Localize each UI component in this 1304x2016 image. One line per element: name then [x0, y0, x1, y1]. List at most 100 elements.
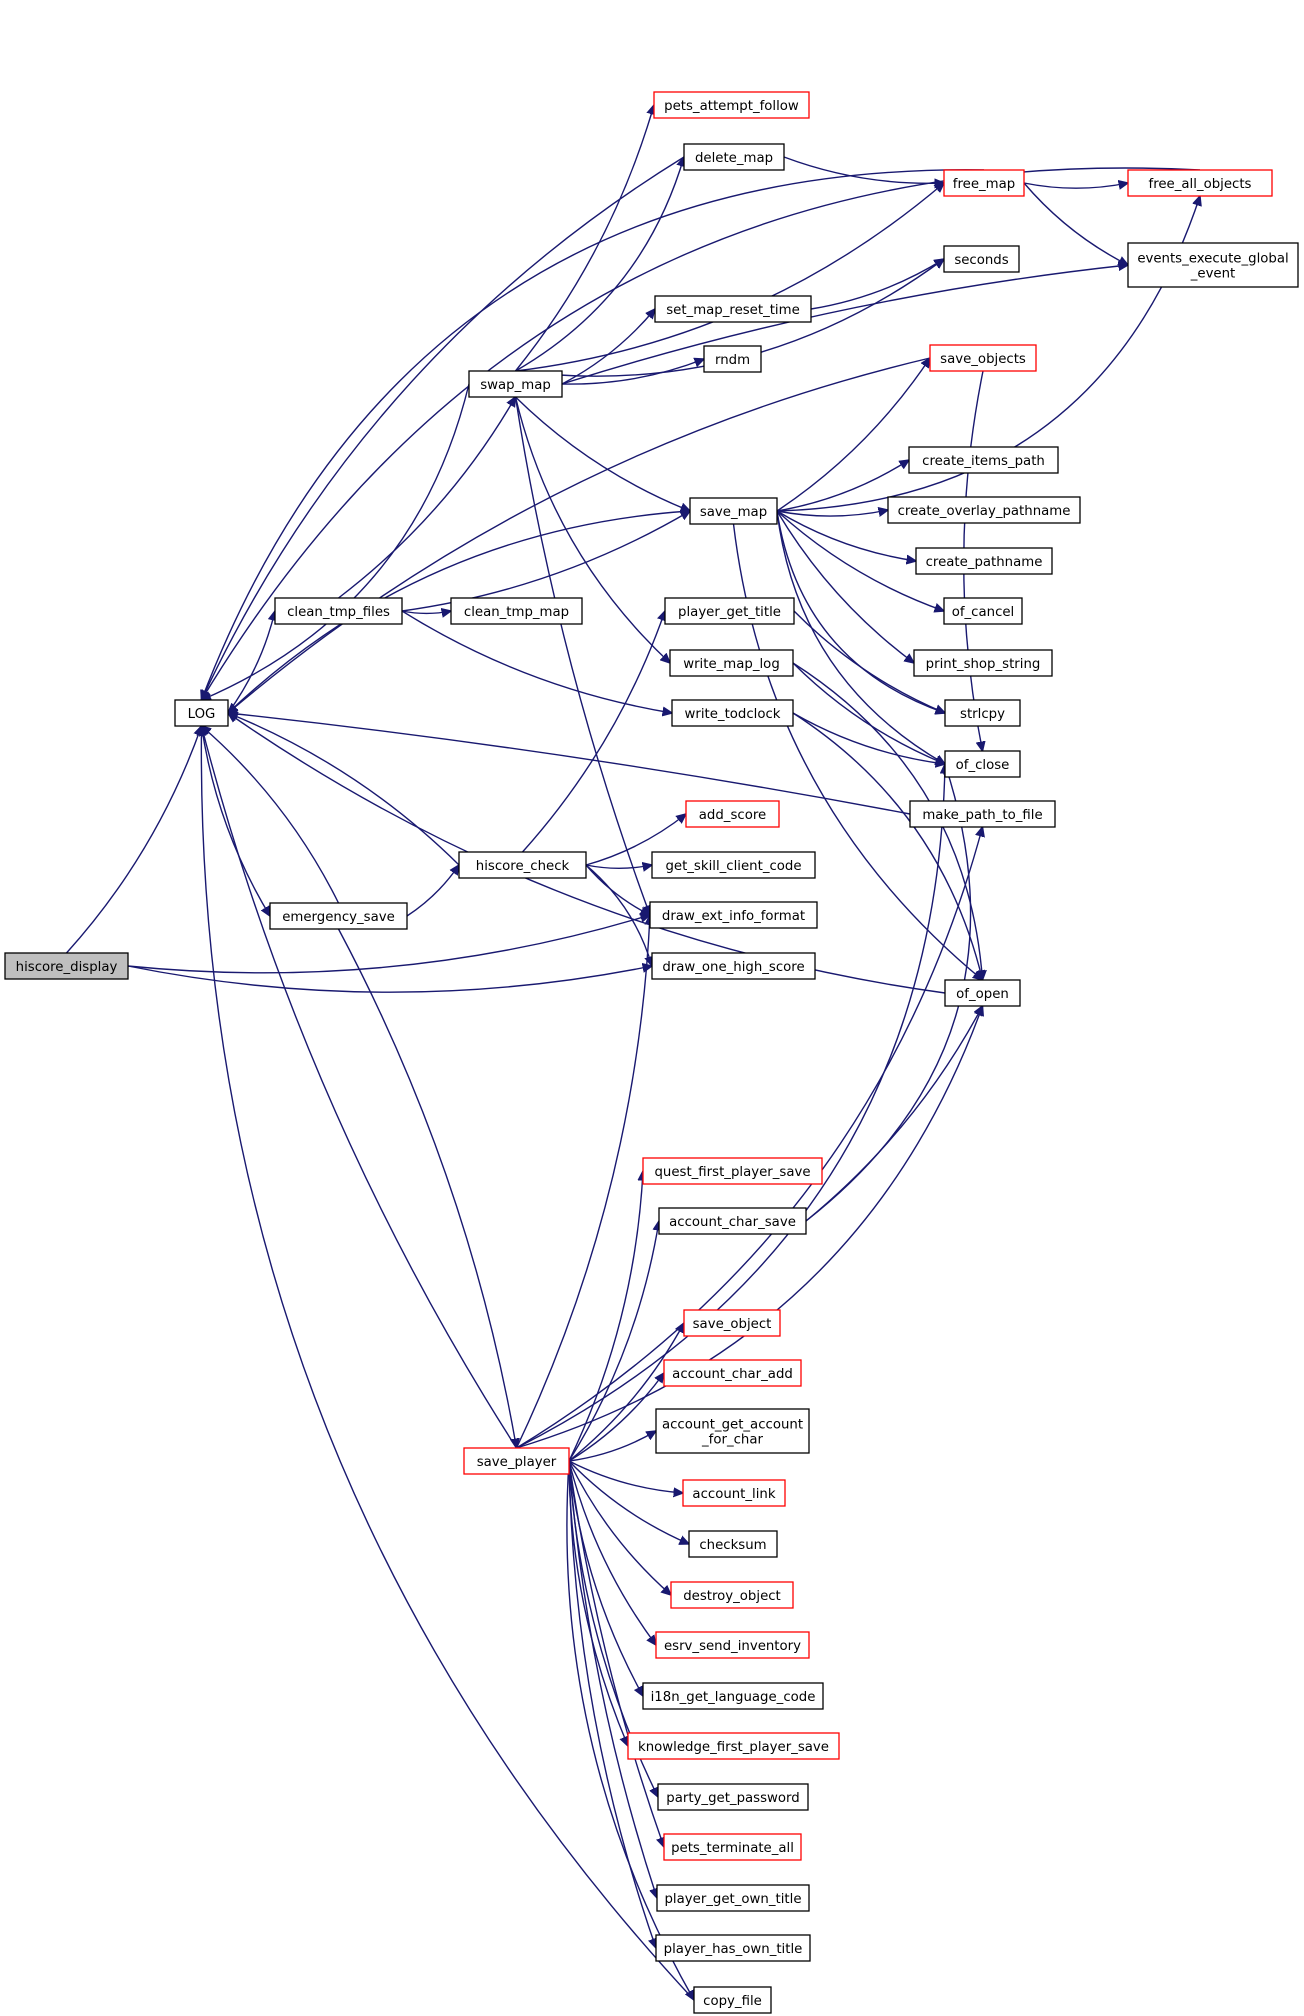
node-of-cancel[interactable]: of_cancel — [943, 597, 1023, 625]
node-save-map[interactable]: save_map — [689, 497, 778, 525]
node-save-player[interactable]: save_player — [463, 1447, 570, 1475]
node-destroy-object[interactable]: destroy_object — [670, 1581, 794, 1609]
edge-save_map-to-create_pathname — [776, 510, 916, 561]
node-draw-one-high-score[interactable]: draw_one_high_score — [651, 952, 816, 980]
edge-save_player-to-destroy_object — [568, 1460, 671, 1595]
node-hiscore-check[interactable]: hiscore_check — [458, 851, 587, 879]
node-box — [944, 699, 1021, 727]
node-set-map-reset-time[interactable]: set_map_reset_time — [654, 295, 812, 323]
edge-clean_tmp_files-to-save_map — [401, 511, 690, 612]
edge-save_map-to-save_objects — [776, 358, 930, 512]
node-LOG[interactable]: LOG — [174, 699, 229, 727]
edge-emergency_save-to-hiscore_check — [406, 865, 459, 917]
node-label: add_score — [699, 808, 766, 823]
edge-write_map_log-to-of_close — [792, 662, 945, 764]
node-box — [655, 1631, 810, 1659]
node-box — [669, 649, 794, 677]
edge-save_player-to-account_char_add — [568, 1373, 664, 1462]
node-print-shop-string[interactable]: print_shop_string — [913, 649, 1053, 677]
node-box — [174, 699, 229, 727]
node-i18n-get-language-code[interactable]: i18n_get_language_code — [642, 1682, 824, 1710]
node-box — [1127, 169, 1273, 197]
node-get-skill-client-code[interactable]: get_skill_client_code — [651, 851, 816, 879]
node-label: of_cancel — [952, 605, 1015, 620]
node-box — [929, 344, 1037, 372]
node-pets-terminate-all[interactable]: pets_terminate_all — [663, 1833, 802, 1861]
edge-save_player-to-pets_terminate_all — [568, 1460, 664, 1847]
edge-emergency_save-to-LOG — [202, 726, 340, 904]
node-box — [649, 901, 818, 929]
node-box — [915, 547, 1053, 575]
node-account-char-save[interactable]: account_char_save — [658, 1207, 807, 1235]
node-copy-file[interactable]: copy_file — [693, 1986, 772, 2014]
node-checksum[interactable]: checksum — [688, 1530, 778, 1558]
node-emergency-save[interactable]: emergency_save — [269, 902, 408, 930]
node-label: account_link — [692, 1487, 775, 1502]
node-free-map[interactable]: free_map — [943, 169, 1025, 197]
node-of-close[interactable]: of_close — [944, 750, 1021, 778]
node-account-get-account-for-char[interactable]: account_get_account_for_char — [655, 1408, 810, 1454]
edge-hiscore_check-to-add_score — [585, 814, 686, 866]
edge-swap_map-to-draw_ext_info_format — [514, 396, 651, 915]
node-label: strlcpy — [960, 707, 1005, 722]
node-party-get-password[interactable]: party_get_password — [657, 1783, 809, 1811]
node-create-pathname[interactable]: create_pathname — [915, 547, 1053, 575]
node-of-open[interactable]: of_open — [944, 979, 1021, 1007]
node-label: get_skill_client_code — [665, 859, 801, 874]
node-add-score[interactable]: add_score — [685, 800, 780, 828]
edge-save_map-to-create_items_path — [776, 460, 909, 512]
edge-save_player-to-player_has_own_title — [568, 1460, 656, 1948]
node-save-objects[interactable]: save_objects — [929, 344, 1037, 372]
node-hiscore-display[interactable]: hiscore_display — [4, 952, 129, 980]
node-clean-tmp-files[interactable]: clean_tmp_files — [274, 597, 403, 625]
node-draw-ext-info-format[interactable]: draw_ext_info_format — [649, 901, 818, 929]
edge-save_map-to-of_cancel — [776, 510, 944, 611]
edge-clean_tmp_files-to-clean_tmp_map — [401, 611, 451, 613]
node-pets-attempt-follow[interactable]: pets_attempt_follow — [653, 91, 810, 119]
node-rndm[interactable]: rndm — [703, 345, 762, 373]
node-quest-first-player-save[interactable]: quest_first_player_save — [642, 1157, 823, 1185]
node-box — [943, 245, 1020, 273]
node-label: quest_first_player_save — [654, 1165, 810, 1180]
node-account-link[interactable]: account_link — [682, 1479, 786, 1507]
node-label: of_close — [956, 758, 1010, 773]
node-box — [1127, 242, 1299, 288]
edge-hiscore_check-to-get_skill_client_code — [585, 865, 652, 868]
node-box — [703, 345, 762, 373]
edge-hiscore_display-to-draw_ext_info_format — [127, 915, 650, 974]
node-label: create_pathname — [926, 555, 1043, 570]
node-create-items-path[interactable]: create_items_path — [908, 446, 1059, 474]
edge-copy_file-to-LOG — [201, 726, 695, 2001]
node-free-all-objects[interactable]: free_all_objects — [1127, 169, 1273, 197]
node-events-execute-global-event[interactable]: events_execute_global_event — [1127, 242, 1299, 288]
node-player-get-title[interactable]: player_get_title — [664, 597, 795, 625]
node-player-has-own-title[interactable]: player_has_own_title — [655, 1934, 811, 1962]
node-label: swap_map — [480, 378, 551, 393]
node-knowledge-first-player-save[interactable]: knowledge_first_player_save — [627, 1732, 840, 1760]
node-box — [913, 649, 1053, 677]
edge-save_player-to-quest_first_player_save — [568, 1171, 643, 1462]
node-box — [671, 699, 794, 727]
edge-account_char_save-to-of_open — [805, 1006, 983, 1222]
node-label: account_char_add — [672, 1367, 793, 1382]
node-delete-map[interactable]: delete_map — [683, 143, 785, 171]
node-write-map-log[interactable]: write_map_log — [669, 649, 794, 677]
node-label: set_map_reset_time — [666, 303, 800, 318]
node-label: clean_tmp_files — [287, 605, 390, 620]
node-seconds[interactable]: seconds — [943, 245, 1020, 273]
node-strlcpy[interactable]: strlcpy — [944, 699, 1021, 727]
node-box — [944, 750, 1021, 778]
node-write-todclock[interactable]: write_todclock — [671, 699, 794, 727]
node-swap-map[interactable]: swap_map — [468, 370, 563, 398]
node-esrv-send-inventory[interactable]: esrv_send_inventory — [655, 1631, 810, 1659]
node-account-char-add[interactable]: account_char_add — [663, 1359, 802, 1387]
node-create-overlay-pathname[interactable]: create_overlay_pathname — [887, 496, 1081, 524]
edge-save_player-to-LOG — [202, 726, 518, 1449]
node-save-object[interactable]: save_object — [683, 1309, 781, 1337]
node-player-get-own-title[interactable]: player_get_own_title — [656, 1884, 810, 1912]
node-make-path-to-file[interactable]: make_path_to_file — [909, 800, 1056, 828]
edge-hiscore_check-to-draw_one_high_score — [585, 864, 652, 966]
edge-LOG-to-emergency_save — [200, 725, 271, 916]
node-clean-tmp-map[interactable]: clean_tmp_map — [450, 597, 583, 625]
node-box — [909, 800, 1056, 828]
